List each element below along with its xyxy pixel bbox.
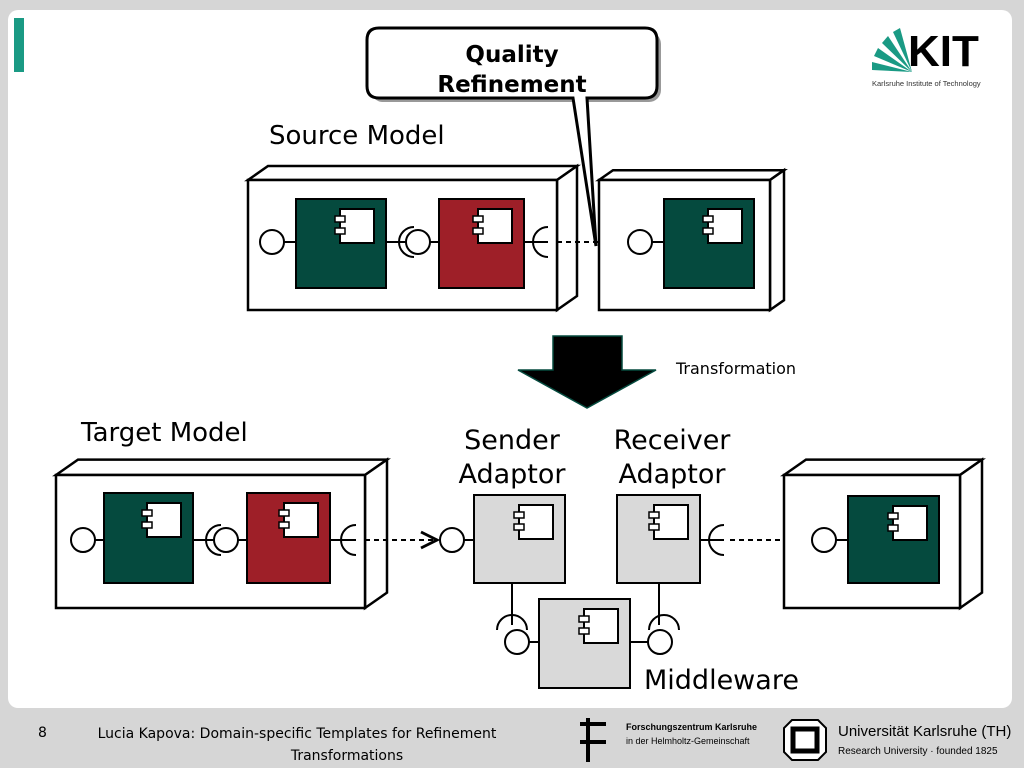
middleware-label: Middleware (644, 665, 799, 696)
kit-logo: KIT Karlsruhe Institute of Technology (872, 27, 981, 88)
provided-interface-icon (627, 229, 653, 255)
uni-line2: Research University · founded 1825 (838, 746, 998, 757)
source-model-title: Source Model (269, 121, 445, 151)
component-icon-tab (702, 227, 714, 235)
source-node-2-side (768, 167, 786, 313)
component-icon-tab (141, 509, 153, 517)
required-interface-icon (340, 524, 357, 556)
callout-line1: Quality (465, 42, 558, 68)
component-icon-tab (648, 511, 660, 519)
target-node-2-top (780, 458, 986, 477)
component-icon-tab (887, 524, 899, 532)
required-interface-icon (708, 524, 725, 556)
accent-bar (14, 18, 24, 72)
component-icon (283, 502, 319, 538)
component-icon-tab (141, 521, 153, 529)
required-interface-icon (398, 226, 415, 258)
component-icon (583, 608, 619, 644)
component-icon (146, 502, 182, 538)
source-node-2-top (595, 168, 788, 182)
provided-interface-icon (504, 629, 530, 655)
component-icon-tab (334, 215, 346, 223)
component-icon-tab (578, 615, 590, 623)
component-icon (339, 208, 375, 244)
component-icon (892, 505, 928, 541)
transformation-label: Transformation (675, 359, 796, 378)
required-interface-icon (648, 614, 680, 631)
fzk-line2: in der Helmholtz-Gemeinschaft (626, 736, 750, 746)
component-icon-tab (702, 215, 714, 223)
quality-refinement-callout: Quality Refinement (365, 26, 661, 247)
provided-interface-icon (811, 527, 837, 553)
source-node-1-top (244, 164, 581, 182)
footer-title-line2: Transformations (290, 748, 403, 764)
fzk-line1: Forschungszentrum Karlsruhe (626, 722, 757, 732)
provided-interface-icon (259, 229, 285, 255)
component-icon-tab (278, 521, 290, 529)
required-interface-icon (496, 614, 528, 631)
component-icon (477, 208, 513, 244)
diagram (52, 163, 986, 689)
component-icon-tab (578, 627, 590, 635)
sender-adaptor-line1: Sender (464, 425, 561, 456)
target-node-1-side (363, 457, 389, 611)
sender-adaptor-line2: Adaptor (458, 459, 566, 490)
target-node-1-top (52, 458, 391, 477)
kit-logo-subtitle: Karlsruhe Institute of Technology (872, 79, 981, 88)
uni-line1: Universität Karlsruhe (TH) (838, 723, 1011, 740)
university-logo (783, 719, 827, 761)
required-interface-icon (205, 524, 222, 556)
provided-interface-icon (405, 229, 431, 255)
component-icon-tab (513, 511, 525, 519)
required-interface-icon (532, 226, 549, 258)
component-icon-tab (472, 227, 484, 235)
transformation-arrow (517, 335, 657, 409)
provided-interface-icon (439, 527, 465, 553)
receiver-adaptor-line1: Receiver (614, 425, 732, 456)
component-icon (518, 504, 554, 540)
provided-interface-icon (213, 527, 239, 553)
component-icon-tab (513, 523, 525, 531)
provided-interface-icon (70, 527, 96, 553)
fzk-logo (580, 718, 606, 762)
callout-line2: Refinement (437, 72, 586, 98)
provided-interface-icon (647, 629, 673, 655)
target-node-2-side (958, 457, 984, 611)
source-node-1-side (555, 163, 579, 313)
component-icon-tab (648, 523, 660, 531)
component-icon (707, 208, 743, 244)
component-icon-tab (334, 227, 346, 235)
component-icon-tab (887, 512, 899, 520)
footer-title-line1: Lucia Kapova: Domain-specific Templates … (98, 726, 497, 742)
page-number: 8 (38, 725, 47, 741)
target-model-title: Target Model (80, 418, 248, 448)
component-icon (653, 504, 689, 540)
component-icon-tab (278, 509, 290, 517)
receiver-adaptor-line2: Adaptor (618, 459, 726, 490)
kit-logo-text: KIT (908, 27, 979, 76)
component-icon-tab (472, 215, 484, 223)
